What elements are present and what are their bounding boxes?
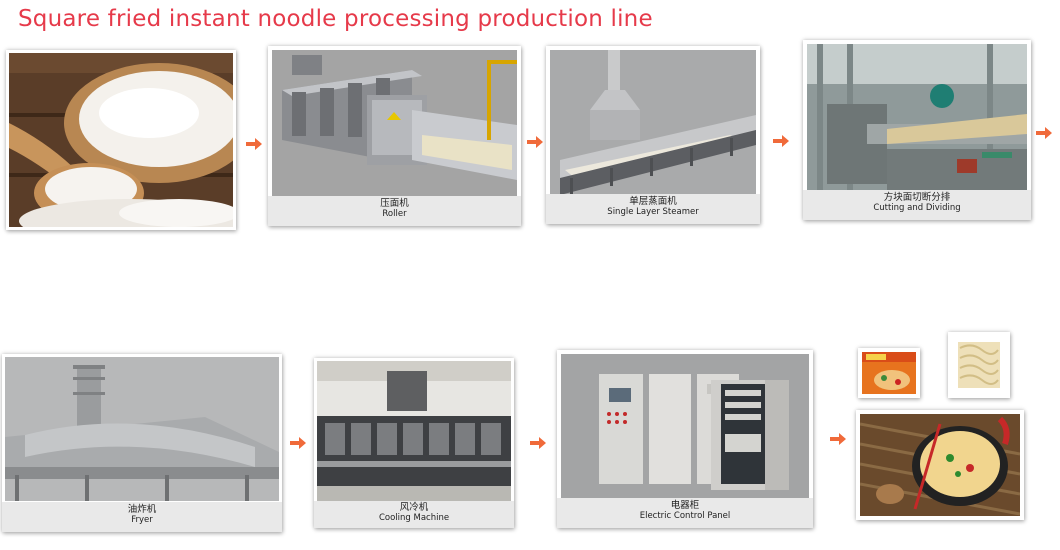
step-cutting-label-en: Cutting and Dividing [873,203,961,213]
control-panel-photo [561,354,809,498]
cutting-photo [807,44,1027,190]
arrow-right-icon [830,432,846,446]
step-cooling-label-cn: 风冷机 [399,502,429,513]
fryer-photo [5,357,279,501]
step-control-panel-caption: 电器柜 Electric Control Panel [557,498,813,528]
step-cutting-caption: 方块面切断分排 Cutting and Dividing [803,190,1031,220]
arrow-right-icon [246,137,262,151]
step-cooling-card: 风冷机 Cooling Machine [314,358,514,528]
step-roller-caption: 压面机 Roller [268,196,521,226]
step-fryer-card: 油炸机 Fryer [2,354,282,532]
step-control-panel-label-cn: 电器柜 [670,500,700,511]
step-steamer-caption: 单层蒸面机 Single Layer Steamer [546,194,760,224]
step-control-panel-card: 电器柜 Electric Control Panel [557,350,813,528]
noodle-product-photo [860,414,1020,516]
step-cutting-label-cn: 方块面切断分排 [883,192,951,203]
noodle-package-card [858,348,920,398]
steamer-photo [550,50,756,196]
arrow-right-icon [290,436,306,450]
arrow-right-icon [1036,126,1052,140]
step-roller-label-en: Roller [382,209,407,219]
step-steamer-card: 单层蒸面机 Single Layer Steamer [546,46,760,224]
flour-photo [9,53,233,227]
step-fryer-caption: 油炸机 Fryer [2,502,282,532]
noodle-package-photo [862,352,916,394]
roller-photo [272,50,517,198]
arrow-right-icon [773,134,789,148]
step-steamer-label-en: Single Layer Steamer [607,207,699,217]
page-title: Square fried instant noodle processing p… [18,6,653,32]
arrow-right-icon [530,436,546,450]
step-flour-card [6,50,236,230]
noodle-block-card [948,332,1010,398]
step-steamer-label-cn: 单层蒸面机 [629,196,677,207]
step-roller-card: 压面机 Roller [268,46,521,226]
step-cooling-caption: 风冷机 Cooling Machine [314,501,514,528]
step-fryer-label-cn: 油炸机 [127,504,157,515]
step-cutting-card: 方块面切断分排 Cutting and Dividing [803,40,1031,220]
step-control-panel-label-en: Electric Control Panel [639,511,731,521]
step-roller-label-cn: 压面机 [380,198,409,209]
noodle-bowl-card [856,410,1024,520]
noodle-block-photo [952,336,1006,394]
step-cooling-label-en: Cooling Machine [378,513,450,523]
cooling-photo [317,361,511,501]
step-fryer-label-en: Fryer [131,515,153,525]
arrow-right-icon [527,135,543,149]
